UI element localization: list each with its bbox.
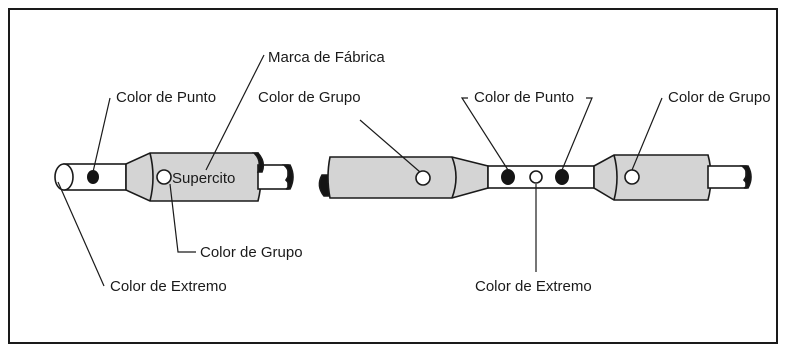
right-cable: [318, 154, 752, 201]
center-sleeve: [327, 156, 489, 199]
middle-punto-dot-1: [501, 169, 515, 185]
middle-punto-dot-2: [555, 169, 569, 185]
right-grupo-circle: [624, 169, 640, 185]
diagram-frame: [8, 8, 778, 344]
left-wire-end: [54, 163, 74, 191]
label-color-de-grupo-bottom: Color de Grupo: [200, 244, 303, 261]
left-grupo-circle: [156, 169, 172, 185]
middle-extremo-circle: [529, 170, 543, 184]
center-grupo-circle: [415, 170, 431, 186]
left-punto-dot: [87, 170, 99, 184]
label-color-de-extremo-right: Color de Extremo: [475, 278, 592, 295]
right-wire-end: [707, 165, 747, 189]
label-color-de-punto-left: Color de Punto: [116, 89, 216, 106]
label-color-de-extremo-left: Color de Extremo: [110, 278, 227, 295]
right-sleeve: [593, 154, 712, 201]
label-marca-de-fabrica: Marca de Fábrica: [268, 49, 385, 66]
label-color-de-grupo-top: Color de Grupo: [258, 89, 361, 106]
label-color-de-punto-right: Color de Punto: [474, 89, 574, 106]
leader-lines: [57, 54, 663, 287]
label-color-de-grupo-right: Color de Grupo: [668, 89, 771, 106]
labels: Marca de Fábrica Color de Punto Color de…: [110, 49, 771, 295]
label-supercito: Supercito: [172, 170, 235, 187]
